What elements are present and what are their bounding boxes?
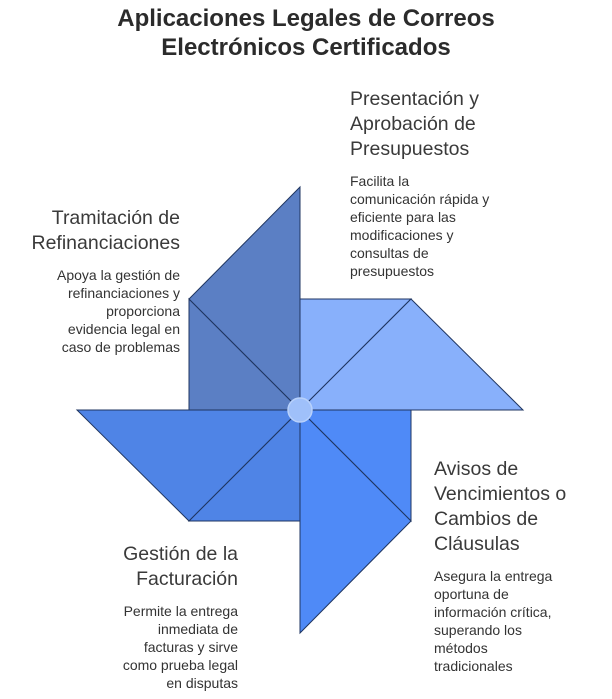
blade-top-left	[188, 185, 302, 412]
section-heading: Gestión de la Facturación	[123, 543, 238, 590]
section-description: Permite la entrega inmediata de facturas…	[122, 603, 238, 691]
section-description: Apoya la gestión de refinanciaciones y p…	[57, 267, 180, 355]
section-top-right: Presentación y Aprobación de Presupuesto…	[350, 87, 530, 280]
section-heading: Tramitación de Refinanciaciones	[31, 207, 180, 254]
section-description: Asegura la entrega oportuna de informaci…	[434, 568, 553, 674]
section-heading: Avisos de Vencimientos o Cambios de Cláu…	[434, 458, 567, 555]
page-title: Aplicaciones Legales de Correos Electrón…	[0, 4, 612, 62]
blade-bottom-left	[75, 408, 302, 522]
pinwheel-hub-icon	[287, 397, 313, 423]
section-bottom-right: Avisos de Vencimientos o Cambios de Cláu…	[434, 457, 604, 675]
section-bottom-left: Gestión de la Facturación Permite la ent…	[60, 542, 238, 692]
blade-bottom-right-triangle	[299, 408, 412, 635]
section-description: Facilita la comunicación rápida y eficie…	[350, 173, 490, 279]
title-line-2: Electrónicos Certificados	[161, 34, 451, 61]
title-line-1: Aplicaciones Legales de Correos	[117, 5, 495, 32]
blade-top-right	[298, 298, 525, 412]
section-heading: Presentación y Aprobación de Presupuesto…	[350, 88, 479, 160]
blade-bottom-right	[298, 408, 412, 635]
section-top-left: Tramitación de Refinanciaciones Apoya la…	[20, 206, 180, 356]
